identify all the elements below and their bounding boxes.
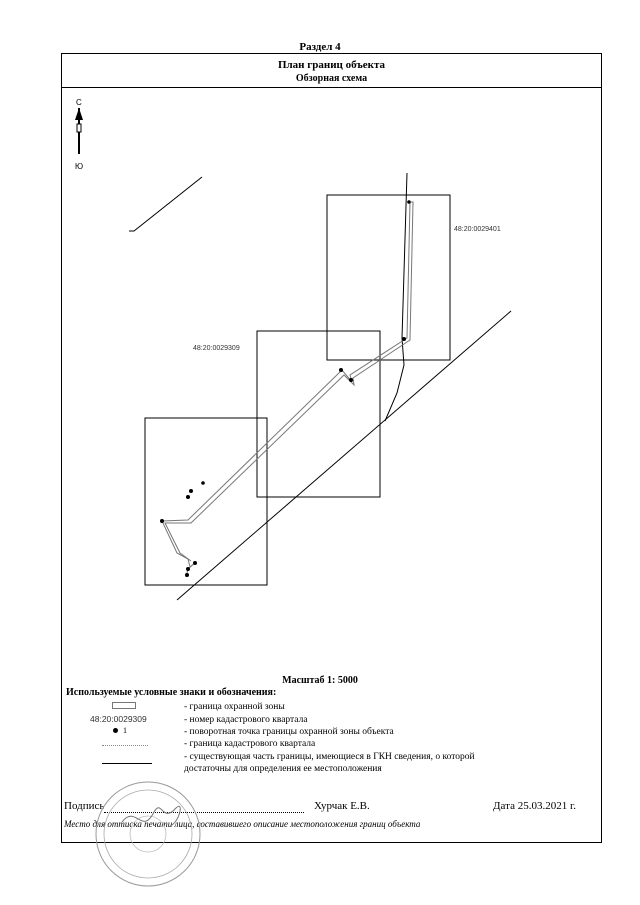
cadastral-block-29401 xyxy=(326,194,451,361)
cadastral-block-29309 xyxy=(256,330,381,498)
signer-name: Хурчак Е.В. xyxy=(314,800,370,812)
existing-boundary-symbol xyxy=(102,763,152,764)
existing-boundary-line xyxy=(129,176,203,232)
seal-place-note: Место для оттиска печати лица, составивш… xyxy=(64,819,421,829)
cadastral-number-label: 48:20:0029309 xyxy=(193,345,240,352)
compass-north-label: С xyxy=(76,98,82,107)
signature-line xyxy=(104,812,304,813)
compass-north-arrow-icon: С Ю xyxy=(75,98,83,171)
cadastral-number-label: 48:20:0029401 xyxy=(454,226,501,233)
cadastral-boundary-symbol xyxy=(102,745,148,746)
legend-item: - существующая часть границы, имеющиеся … xyxy=(184,752,475,774)
title-bar: План границ объекта Обзорная схема xyxy=(61,53,602,88)
signature-date: Дата 25.03.2021 г. xyxy=(493,800,576,812)
existing-boundary-line xyxy=(384,172,408,422)
legend-item: - граница кадастрового квартала xyxy=(184,739,316,749)
cadastral-block-south xyxy=(144,417,268,586)
document-frame xyxy=(61,53,602,843)
legend-item: - поворотная точка границы охранной зоны… xyxy=(184,727,394,737)
turning-point-number: 1 xyxy=(123,726,127,735)
compass-south-label: Ю xyxy=(75,162,83,171)
overview-map: С Ю 48:20:0029401 48:20:0029309 xyxy=(75,98,512,601)
turning-point-symbol xyxy=(113,728,118,733)
section-title: Раздел 4 xyxy=(299,41,341,53)
cadastral-number-sample: 48:20:0029309 xyxy=(90,714,147,724)
legend-heading: Используемые условные знаки и обозначени… xyxy=(66,687,277,698)
scale-label: Масштаб 1: 5000 xyxy=(282,675,358,686)
turning-points xyxy=(160,200,411,577)
protection-zone-boundary xyxy=(161,201,414,578)
signature-label: Подпись xyxy=(64,800,105,812)
existing-boundary-line xyxy=(176,310,512,601)
seal-stamp xyxy=(95,781,201,887)
protection-zone-symbol xyxy=(112,702,136,709)
legend-item: - граница охранной зоны xyxy=(184,702,285,712)
plan-title: План границ объекта xyxy=(277,59,386,71)
legend-item: - номер кадастрового квартала xyxy=(184,715,308,725)
plan-subtitle: Обзорная схема xyxy=(295,73,368,84)
